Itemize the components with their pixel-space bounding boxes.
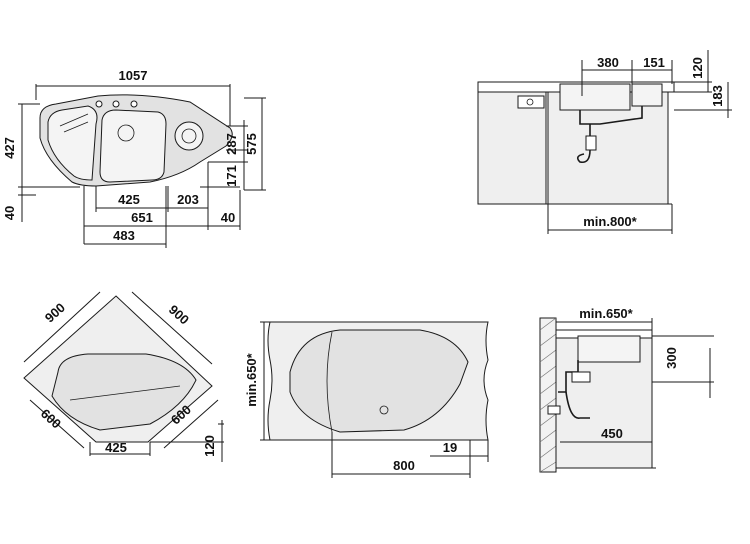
dim-line-651 [83,186,208,244]
side-view-2-wall [539,317,557,473]
dim-120-label: 120 [690,57,705,79]
top-view-main-drain [117,124,135,142]
dim-575-label: 575 [244,133,259,155]
dim-450-label: 450 [601,426,623,441]
dim-483-label: 483 [113,228,135,243]
dim-line-min650-front [260,321,272,441]
top-view-drainer-grooves [59,113,89,133]
dim-min650-front-label: min.650* [244,352,259,406]
top-view-drainer [47,105,98,181]
front-view-sink [289,329,469,433]
side-view-1-tap [517,95,545,109]
side-view-1-tap-hole [526,98,534,106]
side-view-2-bowl [577,335,641,363]
dim-40-right-label: 40 [221,210,235,225]
side-view-2-wall-hatch [539,317,557,473]
dim-427-label: 427 [2,137,17,159]
dim-line-900-left [23,291,101,363]
side-view-1-siphon [585,135,597,151]
dim-line-575 [244,97,266,191]
dim-line-800 [331,432,471,478]
front-view: min.650* 800 19 [244,321,489,478]
dim-171-label: 171 [224,165,239,187]
dim-line-425-corner [89,442,151,456]
dim-183-label: 183 [710,85,725,107]
dim-19-label: 19 [443,440,457,455]
dim-line-450 [560,430,653,450]
side-view-1-trap [576,124,591,164]
dim-line-900-right [131,291,213,365]
dim-min800-label: min.800* [583,214,637,229]
side-view-2-siphon [571,371,591,383]
side-view-2-trap [565,391,590,419]
dim-min650-side-label: min.650* [579,306,633,321]
front-view-divider [326,331,333,433]
dim-900-left-label: 900 [42,300,68,326]
side-view-1: 380 151 120 183 min.800* [477,50,732,234]
dim-line-380-151 [581,60,673,96]
dim-line-427 [18,103,40,188]
dim-300-label: 300 [664,347,679,369]
dim-1057-label: 1057 [119,68,148,83]
dim-line-483 [84,186,167,248]
dim-151-label: 151 [643,55,665,70]
dim-800-label: 800 [393,458,415,473]
side-view-1-bowl [559,83,631,111]
top-view-small-drain [181,128,197,144]
dim-line-171 [208,160,248,190]
top-view-main-bowl [99,109,167,183]
dim-120-corner-label: 120 [202,435,217,457]
top-view: 1057 427 40 287 575 171 425 203 651 40 4… [2,68,266,248]
top-view-tap-hole [112,100,120,108]
dim-380-label: 380 [597,55,619,70]
side-view-2-drain-pipe [558,360,579,393]
dim-line-40-left [18,187,36,222]
dim-line-600-right [163,399,219,449]
dim-line-183 [674,82,732,118]
dim-line-40-right [208,190,241,230]
dim-203-label: 203 [177,192,199,207]
side-view-2: min.650* 300 450 [539,306,714,473]
side-view-1-left-cabinet [477,91,547,205]
side-view-1-right-cabinet [547,91,669,205]
dim-line-425-203 [95,162,209,230]
dim-line-300 [652,335,714,398]
dim-line-120-corner [150,420,224,462]
side-view-1-drain-pipe [579,106,643,125]
dim-line-600-left [29,399,85,449]
corner-view: 900 900 600 600 425 120 [23,291,224,462]
dim-line-1057 [35,84,231,126]
side-view-2-outlet [547,405,561,415]
top-view-tap-hole [130,100,138,108]
corner-view-bowl-divider [69,385,181,401]
dim-40-left-label: 40 [2,206,17,220]
dim-line-min650-side [556,318,653,334]
dim-425-corner-label: 425 [105,440,127,455]
dim-line-120 [674,50,712,93]
dim-line-19 [430,440,489,462]
front-view-drain [379,405,389,415]
corner-view-sink [51,353,197,431]
dim-425-label: 425 [118,192,140,207]
dim-651-label: 651 [131,210,153,225]
dim-287-label: 287 [224,133,239,155]
dim-line-min800 [547,204,673,234]
side-view-1-small-bowl [631,83,663,107]
dim-900-right-label: 900 [166,302,192,328]
top-view-small-bowl [174,121,204,151]
top-view-tap-hole [95,100,103,108]
